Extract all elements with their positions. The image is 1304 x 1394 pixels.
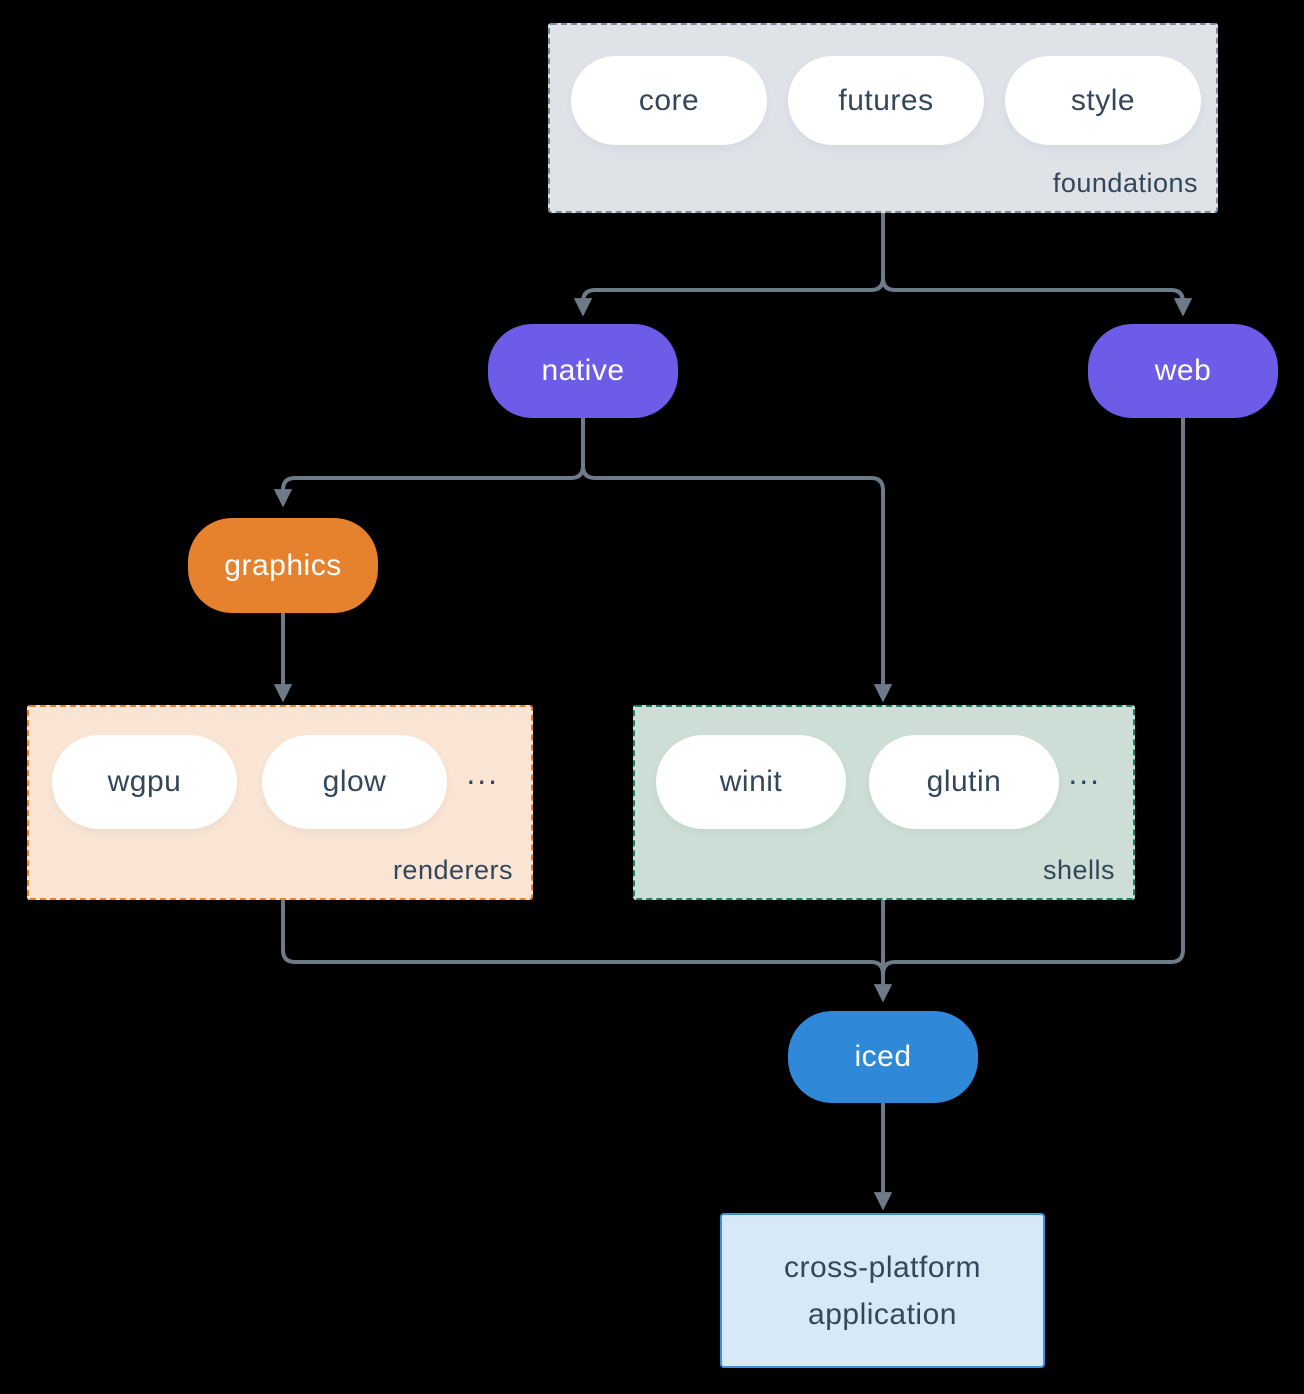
node-winit-label: winit bbox=[719, 765, 783, 798]
group-foundations: core futures style foundations bbox=[548, 23, 1218, 213]
node-iced: iced bbox=[788, 1011, 978, 1103]
node-winit: winit bbox=[656, 735, 846, 829]
group-renderers: wgpu glow ... renderers bbox=[27, 705, 533, 900]
node-core: core bbox=[571, 56, 767, 145]
edge-foundations-web bbox=[881, 213, 1193, 317]
node-native-label: native bbox=[541, 354, 625, 387]
node-native: native bbox=[488, 324, 678, 418]
node-style: style bbox=[1005, 56, 1201, 145]
node-application-line2: application bbox=[808, 1297, 957, 1331]
node-iced-label: iced bbox=[854, 1040, 912, 1073]
node-wgpu-label: wgpu bbox=[107, 765, 182, 798]
group-foundations-label: foundations bbox=[1052, 168, 1198, 198]
node-web: web bbox=[1088, 324, 1278, 418]
group-renderers-label: renderers bbox=[392, 855, 513, 885]
node-glutin: glutin bbox=[869, 735, 1059, 829]
node-glutin-label: glutin bbox=[926, 765, 1002, 798]
edge-native-shells bbox=[581, 418, 893, 703]
group-shells: winit glutin ... shells bbox=[633, 705, 1135, 900]
node-glow: glow bbox=[262, 735, 447, 829]
edge-native-graphics bbox=[273, 418, 585, 508]
node-style-label: style bbox=[1070, 83, 1136, 117]
node-graphics: graphics bbox=[188, 518, 378, 613]
edge-foundations-native bbox=[573, 213, 885, 317]
node-glow-label: glow bbox=[322, 765, 387, 798]
node-futures-label: futures bbox=[838, 83, 934, 117]
renderers-ellipsis: ... bbox=[466, 755, 499, 791]
node-application-line1: cross-platform bbox=[783, 1250, 982, 1284]
group-shells-label: shells bbox=[1042, 855, 1115, 885]
node-application: cross-platform application bbox=[720, 1213, 1045, 1368]
node-web-label: web bbox=[1154, 354, 1212, 387]
node-wgpu: wgpu bbox=[52, 735, 237, 829]
node-futures: futures bbox=[788, 56, 984, 145]
edge-renderers-iced bbox=[281, 900, 885, 975]
shells-ellipsis: ... bbox=[1068, 755, 1101, 791]
node-graphics-label: graphics bbox=[224, 548, 342, 582]
node-core-label: core bbox=[638, 83, 700, 117]
